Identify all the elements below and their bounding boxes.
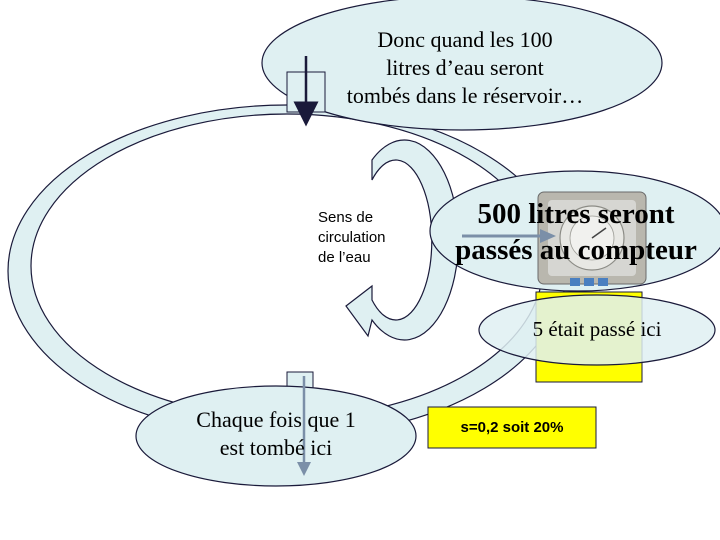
top-bubble-line-3: tombés dans le réservoir… bbox=[346, 83, 584, 108]
circular-arrow-icon bbox=[345, 139, 459, 341]
top-bubble-text: Donc quand les 100 litres d’eau seront t… bbox=[300, 26, 630, 110]
bottom-bubble bbox=[135, 385, 417, 487]
meter-bubble-text: 500 litres seront passés au compteur bbox=[432, 196, 720, 268]
bottom-line-1: Chaque fois que 1 bbox=[196, 407, 356, 432]
bottom-bubble-text: Chaque fois que 1 est tombé ici bbox=[160, 406, 392, 462]
meter-line-2: passés au compteur bbox=[455, 234, 697, 266]
result-box bbox=[427, 406, 597, 449]
passed-bubble bbox=[478, 294, 716, 366]
circulation-label: Sens de circulation de l’eau bbox=[318, 208, 428, 268]
top-reservoir bbox=[286, 56, 326, 127]
result-text: s=0,2 soit 20% bbox=[460, 419, 564, 436]
circulation-line-3: de l’eau bbox=[318, 249, 371, 266]
top-bubble bbox=[261, 0, 663, 131]
water-meter-icon bbox=[537, 191, 647, 286]
drop-arrow-head bbox=[297, 462, 311, 476]
circulation-line-1: Sens de bbox=[318, 209, 374, 226]
top-bubble-line-2: litres d’eau seront bbox=[386, 55, 544, 80]
circulation-line-2: circulation bbox=[318, 229, 386, 246]
passed-bubble-text: 5 était passé ici bbox=[532, 317, 662, 341]
meter-line-1: 500 litres seront bbox=[477, 198, 675, 230]
top-bubble-line-1: Donc quand les 100 bbox=[377, 27, 553, 52]
arrow-to-meter bbox=[462, 229, 556, 243]
bottom-line-2: est tombé ici bbox=[219, 435, 333, 460]
